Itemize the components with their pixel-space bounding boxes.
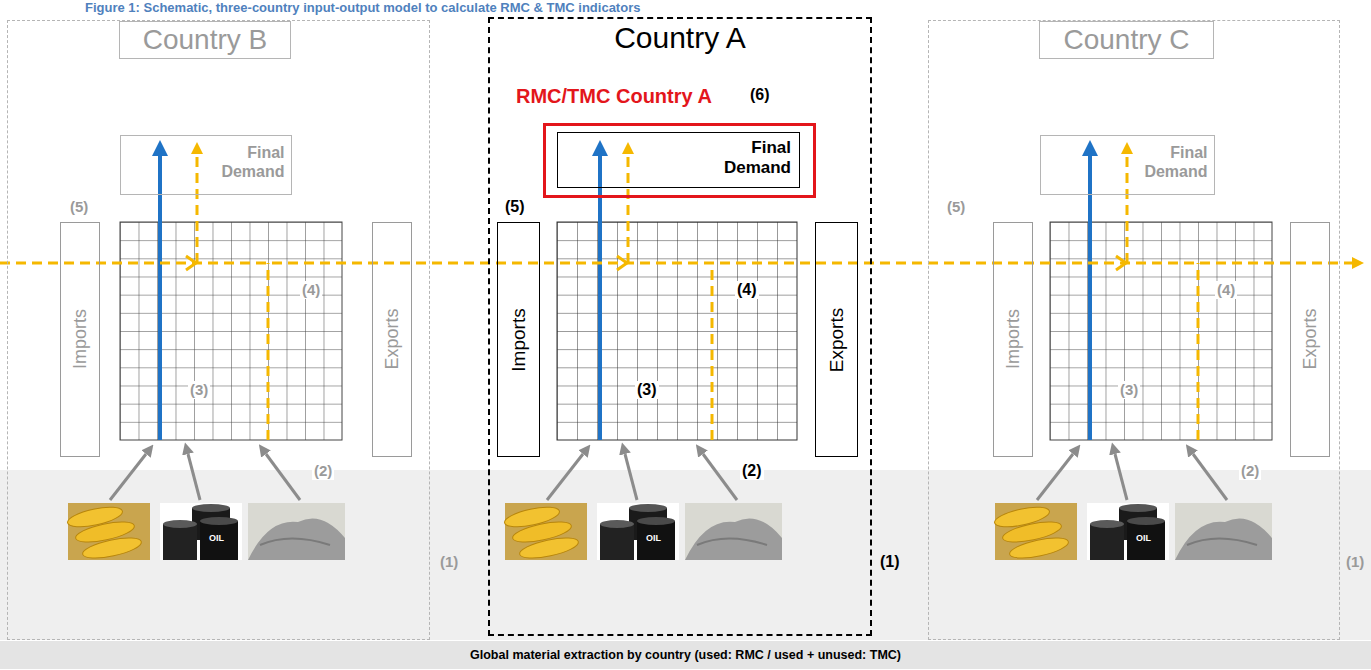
node-text: Country B [119,21,291,59]
node-text: Country C [1039,21,1214,59]
callout-number: OIL [207,533,226,544]
io-matrix [1050,222,1272,440]
imports-box: Imports [60,222,100,457]
callout-number: (6) [748,86,772,104]
callout-number: (3) [635,381,659,399]
node-text: Exports [1299,308,1320,369]
node-text: Imports [1002,309,1023,369]
trade-flow-chevron [186,256,1126,270]
node-text: Final Demand [1118,143,1208,181]
node-text: Country A [490,20,870,56]
callout-number: (2) [740,462,764,480]
callout-number: (3) [1118,381,1140,399]
callout-number: (4) [1215,281,1237,299]
exports-box: Exports [815,222,858,457]
node-text: Imports [508,308,530,371]
node-text: Exports [826,307,848,371]
callout-number: (2) [312,462,334,480]
extraction-caption-band: Global material extraction by country (u… [0,641,1371,669]
country-panel: Country B Final DemandImports Exports [7,20,430,640]
callout-number: (1) [438,553,460,571]
callout-number: (5) [68,198,90,216]
node-text: Final Demand [195,143,285,181]
io-matrix [557,222,797,440]
callout-number: (4) [300,281,322,299]
callout-number: (5) [945,198,967,216]
imports-box: Imports [497,222,540,457]
node-text: Final Demand [701,138,791,178]
callout-number: (1) [1344,553,1366,571]
callout-number: OIL [1134,533,1153,544]
exports-box: Exports [1290,222,1330,457]
io-matrix [120,222,342,440]
callout-number: (4) [735,281,759,299]
figure-title: Figure 1: Schematic, three-country input… [85,0,640,16]
callout-number: (3) [188,381,210,399]
country-panel: Country C Final DemandImports Exports [928,20,1340,640]
node-text: Global material extraction by country (u… [0,641,1371,669]
final-demand-box: Final Demand [557,132,800,188]
callout-number: OIL [644,533,663,544]
final-demand-box: Final Demand [1040,135,1215,195]
final-demand-box: Final Demand [120,135,292,195]
callout-number: (1) [878,553,902,571]
country-panel: Country ARMC/TMC Country AFinal DemandIm… [488,17,872,636]
node-text: RMC/TMC Country A [516,84,712,108]
node-text: Exports [381,308,402,369]
domestic-flow-arrow [160,156,1090,440]
callout-number: (5) [503,198,527,216]
imports-box: Imports [993,222,1033,457]
raw-material-pictures [993,454,1272,562]
raw-material-pictures [66,454,345,562]
node-text: Imports [69,309,90,369]
raw-material-pictures [503,454,782,562]
exports-box: Exports [372,222,412,457]
indicator-frame: RMC/TMC Country AFinal Demand [543,123,816,198]
callout-number: (2) [1239,462,1261,480]
